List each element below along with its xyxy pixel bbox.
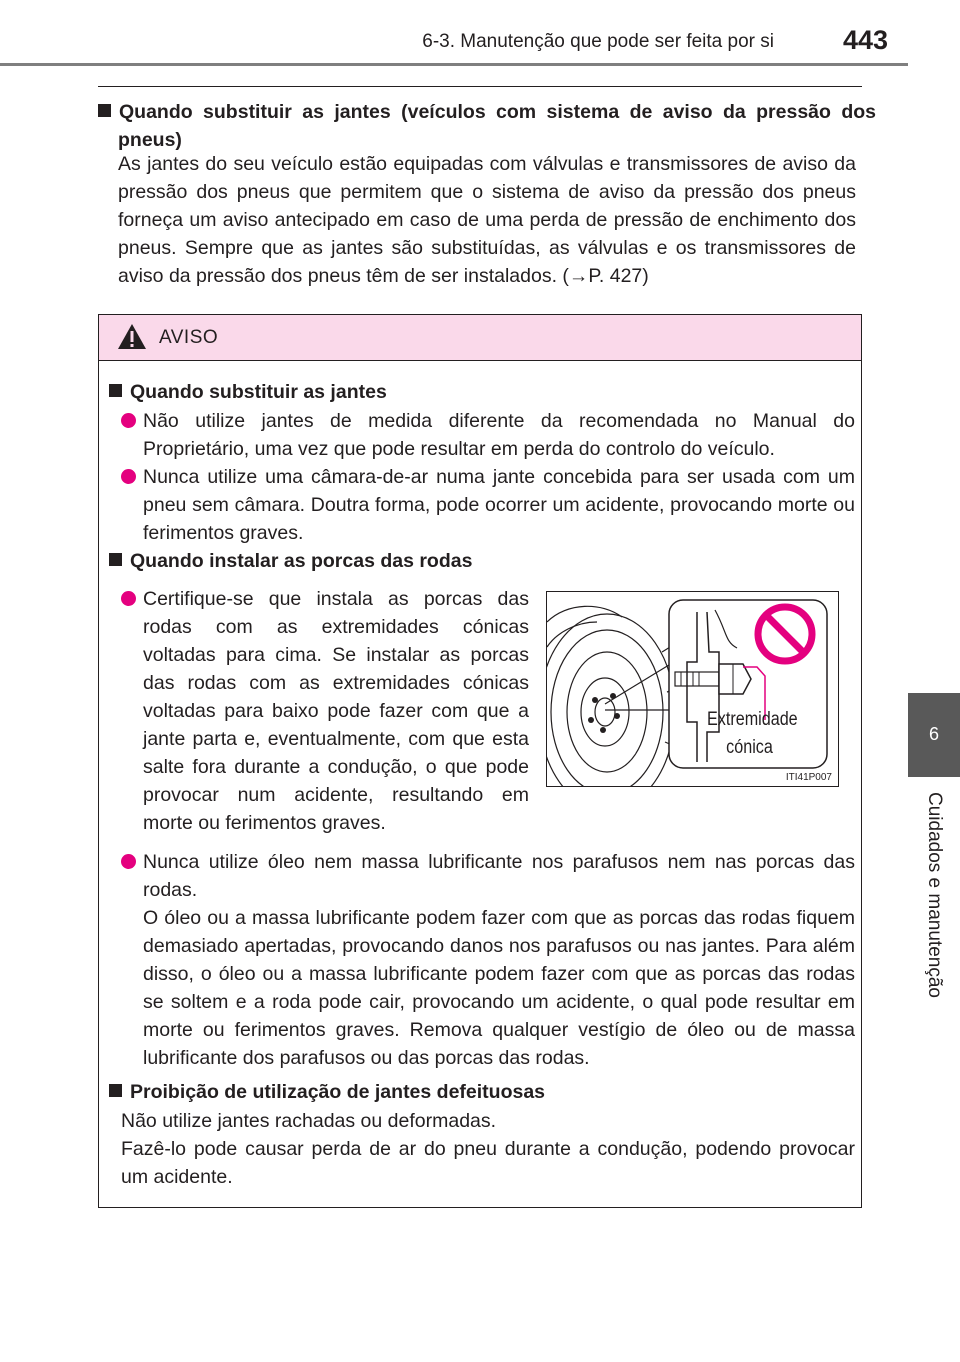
page-number: 443 — [842, 25, 888, 55]
warning-bullet: Nunca utilize uma câmara-de-ar numa jant… — [121, 463, 855, 547]
warning-sub-heading-1: Quando substituir as jantes — [109, 378, 387, 406]
warning-bullet-text: Não utilize jantes de medida diferente d… — [143, 410, 855, 460]
header-section-title: 6-3. Manutenção que pode ser feita por s… — [422, 31, 774, 52]
warning-sub-heading-2: Quando instalar as porcas das rodas — [109, 547, 472, 575]
chapter-tab[interactable]: 6 — [908, 693, 960, 777]
chapter-tab-number: 6 — [928, 724, 939, 744]
warning-sub-heading-2-text: Quando instalar as porcas das rodas — [130, 550, 473, 572]
warning-header: AVISO — [99, 315, 861, 361]
wheel-nut-illustration — [547, 599, 828, 786]
heading-square-icon — [109, 1084, 122, 1097]
heading-square-icon — [109, 384, 122, 397]
tapered-end-label-line-2: cónica — [726, 737, 773, 758]
warning-triangle-icon — [118, 324, 146, 349]
warning-sub-heading-3-text: Proibição de utilização de jantes defeit… — [130, 1081, 546, 1103]
warning-bullet: Certifique-se que instala as porcas das … — [121, 585, 529, 837]
heading-square-icon — [109, 553, 122, 566]
warning-sub-heading-3: Proibição de utilização de jantes defeit… — [109, 1078, 545, 1106]
warning-text-line-1: Não utilize jantes rachadas ou deformada… — [121, 1110, 497, 1132]
bullet-dot-icon — [121, 413, 136, 428]
heading-square-icon — [98, 104, 111, 117]
bullet-dot-icon — [121, 469, 136, 484]
warning-text-block: Não utilize jantes rachadas ou deformada… — [121, 1107, 855, 1191]
tapered-end-label: Extremidade cónica — [707, 706, 798, 762]
bullet-dot-icon — [121, 854, 136, 869]
warning-label: AVISO — [159, 327, 219, 348]
tapered-end-label-line-1: Extremidade — [707, 709, 798, 730]
section-heading: Quando substituir as jantes (veículos co… — [98, 98, 876, 154]
warning-bullet: Não utilize jantes de medida diferente d… — [121, 407, 855, 463]
section-body: As jantes do seu veículo estão equipadas… — [118, 153, 856, 287]
warning-sub-heading-1-text: Quando substituir as jantes — [130, 381, 387, 403]
figure-code: ITI41P007 — [785, 772, 832, 783]
warning-bullet-text: Nunca utilize óleo nem massa lubrificant… — [143, 851, 855, 901]
header-rule — [0, 63, 908, 66]
warning-bullet-text: Certifique-se que instala as porcas das … — [143, 588, 529, 834]
warning-text-line-2: Fazê-lo pode causar perda de ar do pneu … — [121, 1138, 855, 1188]
warning-box: AVISO Quando substituir as jantes Não ut… — [98, 314, 862, 1208]
warning-bullet-text: Nunca utilize uma câmara-de-ar numa jant… — [143, 466, 855, 544]
chapter-side-label-text: Cuidados e manutenção — [924, 792, 945, 998]
section-heading-text: Quando substituir as jantes (veículos co… — [118, 101, 876, 151]
warning-bullet-continuation: O óleo ou a massa lubrificante podem faz… — [143, 907, 855, 1069]
chapter-side-label: Cuidados e manutenção — [919, 792, 949, 1020]
warning-bullet: Nunca utilize óleo nem massa lubrificant… — [121, 848, 855, 1072]
wheel-nut-figure: Extremidade cónica ITI41P007 — [546, 591, 839, 787]
bullet-dot-icon — [121, 591, 136, 606]
section-rule — [98, 86, 862, 87]
